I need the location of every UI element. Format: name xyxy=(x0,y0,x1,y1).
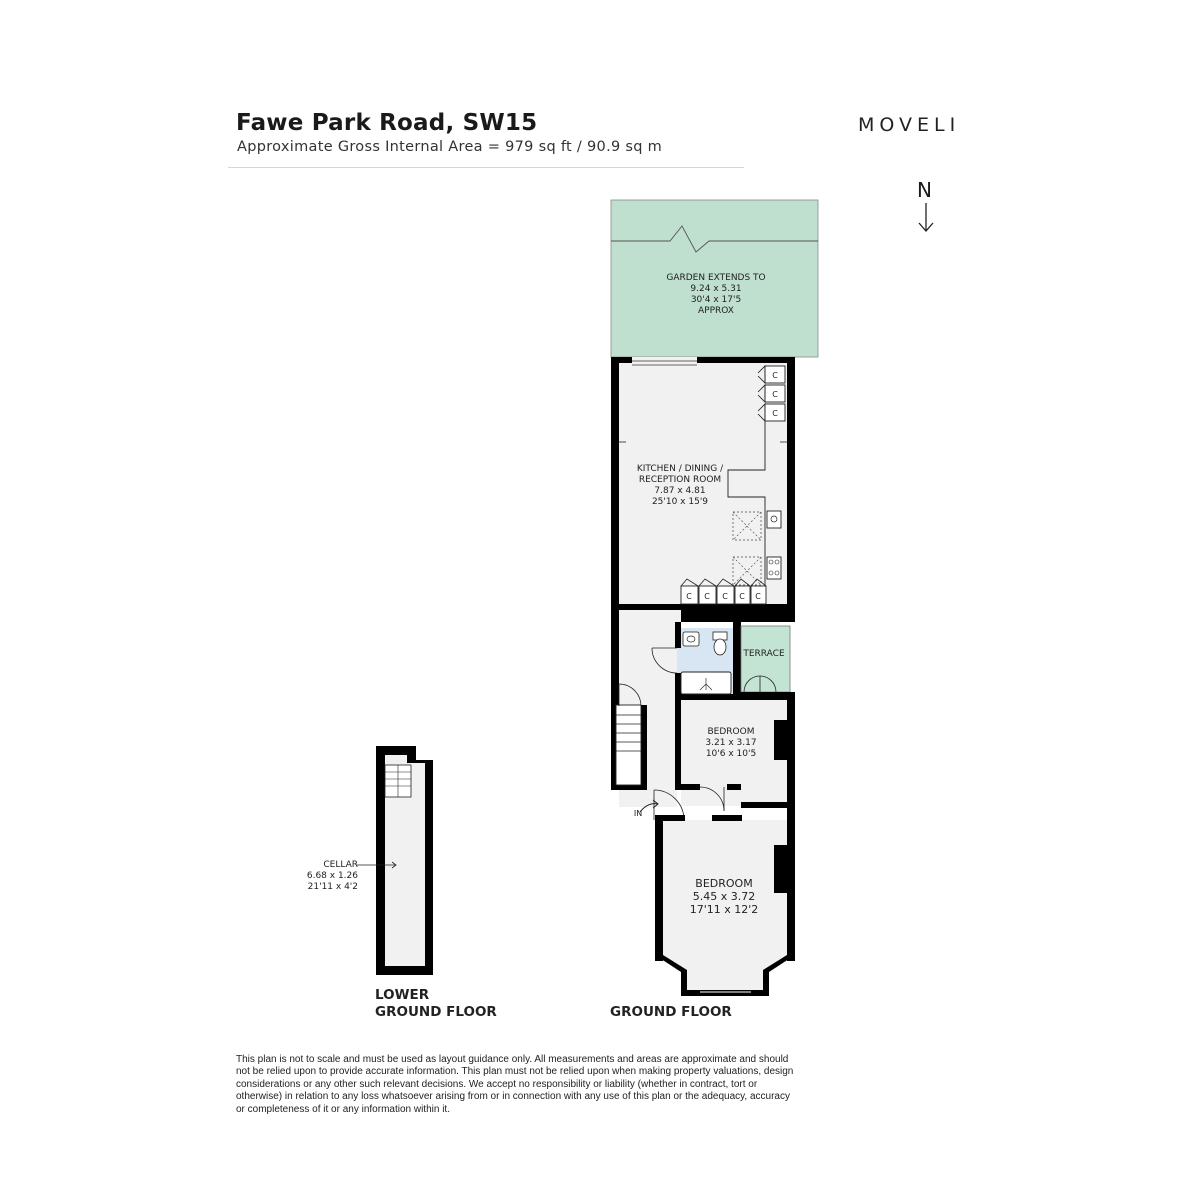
lower-floor-line-1: LOWER xyxy=(375,987,430,1003)
cupboard-c: C xyxy=(755,592,761,601)
cellar-imperial: 21'11 x 4'2 xyxy=(307,882,358,892)
moveli-logo: MOVELI xyxy=(858,114,961,136)
kitchen-imperial: 25'10 x 15'9 xyxy=(651,497,709,507)
bedroom-large xyxy=(655,808,795,996)
bedroom-large-name: BEDROOM xyxy=(695,877,753,890)
kitchen-metric: 7.87 x 4.81 xyxy=(654,486,706,496)
ground-floor-label: GROUND FLOOR xyxy=(610,1004,732,1020)
disclaimer-text: This plan is not to scale and must be us… xyxy=(236,1054,794,1115)
lower-ground-floor-label: LOWER GROUND FLOOR xyxy=(375,987,497,1021)
garden-imperial: 30'4 x 17'5 xyxy=(690,295,742,305)
garden-area xyxy=(610,199,819,358)
header-divider xyxy=(228,167,744,168)
cupboard-markers: C C C C C C C C xyxy=(686,371,778,601)
north-arrow-icon xyxy=(918,203,934,232)
page-title: Fawe Park Road, SW15 xyxy=(236,110,538,136)
bedroom-large-metric: 5.45 x 3.72 xyxy=(692,890,756,903)
terrace-label: TERRACE xyxy=(743,649,784,660)
garden-label: GARDEN EXTENDS TO 9.24 x 5.31 30'4 x 17'… xyxy=(666,273,765,317)
cellar-room xyxy=(356,746,433,975)
bedroom-small-imperial: 10'6 x 10'5 xyxy=(705,749,757,759)
kitchen-name-2: RECEPTION ROOM xyxy=(638,475,722,485)
bedroom-small xyxy=(675,692,795,812)
cellar-name: CELLAR xyxy=(323,860,358,870)
garden-metric: 9.24 x 5.31 xyxy=(690,284,742,294)
north-label: N xyxy=(917,178,932,202)
bedroom-small-metric: 3.21 x 3.17 xyxy=(705,738,757,748)
hallway xyxy=(611,622,678,807)
bedroom-small-name: BEDROOM xyxy=(707,727,755,737)
terrace-name: TERRACE xyxy=(743,649,785,659)
entrance-label: IN xyxy=(634,809,642,818)
cupboard-c: C xyxy=(772,390,778,399)
cellar-label: CELLAR 6.68 x 1.26 21'11 x 4'2 xyxy=(300,860,358,893)
kitchen-label: KITCHEN / DINING / RECEPTION ROOM 7.87 x… xyxy=(637,464,723,508)
garden-name: GARDEN EXTENDS TO xyxy=(666,273,766,283)
cupboard-c: C xyxy=(686,592,692,601)
garden-note: APPROX xyxy=(698,306,734,316)
lower-floor-line-2: GROUND FLOOR xyxy=(375,1004,497,1020)
bathroom xyxy=(675,622,741,700)
gross-area-subtitle: Approximate Gross Internal Area = 979 sq… xyxy=(237,139,663,155)
cupboard-c: C xyxy=(704,592,710,601)
kitchen-name-1: KITCHEN / DINING / xyxy=(636,464,724,474)
bedroom-large-label: BEDROOM 5.45 x 3.72 17'11 x 12'2 xyxy=(690,877,759,916)
terrace-area xyxy=(740,625,791,693)
cupboard-c: C xyxy=(772,371,778,380)
cellar-metric: 6.68 x 1.26 xyxy=(306,871,358,881)
kitchen-room xyxy=(611,357,795,631)
cupboard-c: C xyxy=(772,409,778,418)
bedroom-large-imperial: 17'11 x 12'2 xyxy=(689,903,759,916)
cupboard-c: C xyxy=(739,592,745,601)
cupboard-c: C xyxy=(722,592,728,601)
bedroom-small-label: BEDROOM 3.21 x 3.17 10'6 x 10'5 xyxy=(705,727,756,760)
